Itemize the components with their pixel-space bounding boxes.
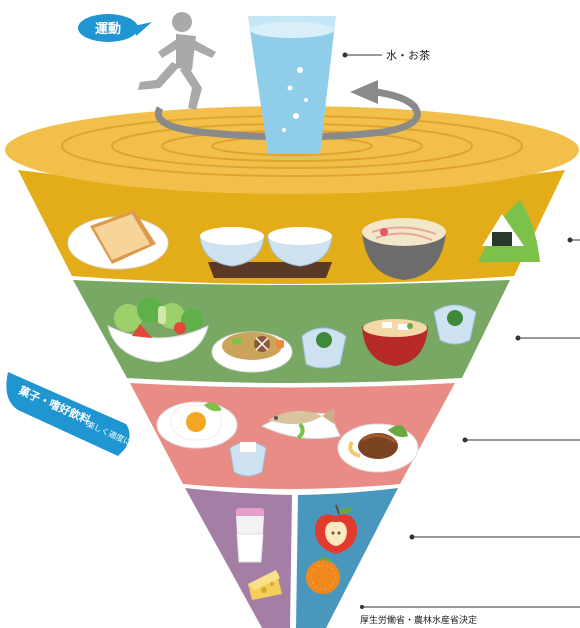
stew-icon [211, 331, 293, 373]
exercise-label: 運動 [95, 21, 121, 37]
runner-icon [138, 12, 216, 110]
salad-icon [107, 297, 209, 363]
orange-icon [306, 556, 340, 594]
exercise-badge: 運動 [78, 14, 152, 42]
snacks-badge: 菓子・嗜好飲料 楽しく適度に [6, 372, 133, 456]
grilled-fish-icon [260, 408, 341, 440]
rice-bowl-icon [199, 227, 333, 278]
main-dish-callout [462, 437, 580, 443]
source-note-group: 厚生労働省・農林水産省決定 [360, 605, 580, 626]
onigiri-icon [478, 200, 540, 262]
small-dish-icon [433, 304, 477, 345]
rotation-arrow-icon [154, 80, 421, 141]
hamburg-steak-icon [337, 423, 419, 473]
dairy-fruit-tier [185, 488, 398, 628]
soup-bowl-icon [362, 319, 428, 366]
apple-icon [314, 504, 358, 554]
water-tea-callout: 水・お茶 [342, 49, 430, 62]
small-dish-icon [229, 441, 267, 477]
water-tea-label: 水・お茶 [386, 49, 430, 62]
small-dish-icon [301, 327, 347, 369]
noodle-bowl-icon [362, 218, 446, 280]
source-note: 厚生労働省・農林水産省決定 [360, 614, 477, 626]
grain-callout [567, 237, 580, 243]
water-glass-icon [248, 16, 336, 154]
vegetable-tier [73, 280, 510, 383]
dairy-fruit-callout [409, 534, 580, 540]
fried-egg-icon [156, 401, 238, 449]
milk-glass-icon [236, 508, 264, 563]
bread-icon [67, 210, 169, 270]
vegetable-callout [515, 335, 580, 341]
cheese-icon [248, 570, 282, 600]
grain-tier [18, 170, 565, 284]
main-dish-tier [130, 383, 455, 489]
